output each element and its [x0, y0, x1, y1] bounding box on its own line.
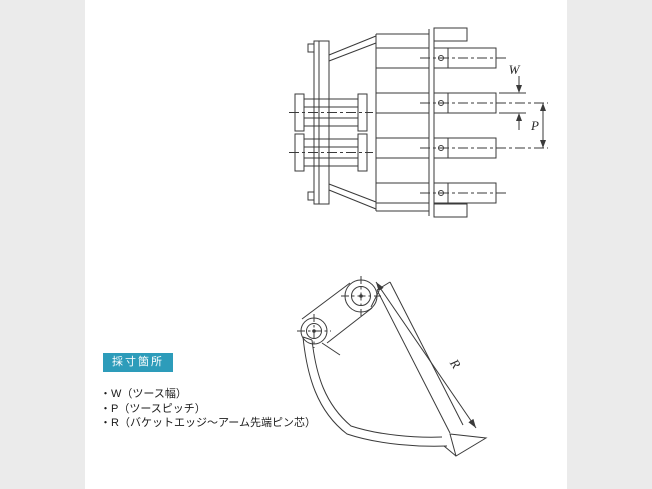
- bucket-profile: [302, 336, 448, 447]
- legend-list: ・W（ツース幅） ・P（ツースピッチ） ・R（バケットエッジ～アーム先端ピン芯）: [100, 387, 316, 431]
- photo-panel: [85, 0, 567, 489]
- pin-boss-upper: [289, 93, 373, 132]
- legend-item-tooth-pitch: ・P（ツースピッチ）: [100, 402, 206, 415]
- legend-item-tooth-width: ・W（ツース幅）: [100, 388, 187, 400]
- bucket-teeth: [433, 47, 497, 204]
- dimension-w: W: [499, 62, 526, 130]
- link-pin-boss: [297, 314, 331, 348]
- bucket-back-edge: [376, 281, 464, 434]
- dimension-w-label: W: [509, 62, 521, 77]
- dimension-r: R: [375, 281, 477, 429]
- legend-item-edge-to-pin: ・R（バケットエッジ～アーム先端ピン芯）: [100, 417, 316, 429]
- tooth-centerlines: [420, 57, 548, 194]
- bucket-side-view: [297, 276, 488, 457]
- dimension-r-label: R: [446, 355, 463, 371]
- dimension-p-label: P: [530, 118, 539, 133]
- dimension-p: P: [530, 103, 546, 148]
- bucket-front-view: [289, 27, 548, 218]
- side-view-tooth: [443, 433, 488, 457]
- pin-boss-lower: [289, 133, 373, 172]
- arm-pin-boss: [341, 276, 381, 316]
- bucket-shell: [328, 27, 468, 218]
- legend-title: 採寸箇所: [103, 353, 173, 372]
- side-plate: [307, 40, 330, 205]
